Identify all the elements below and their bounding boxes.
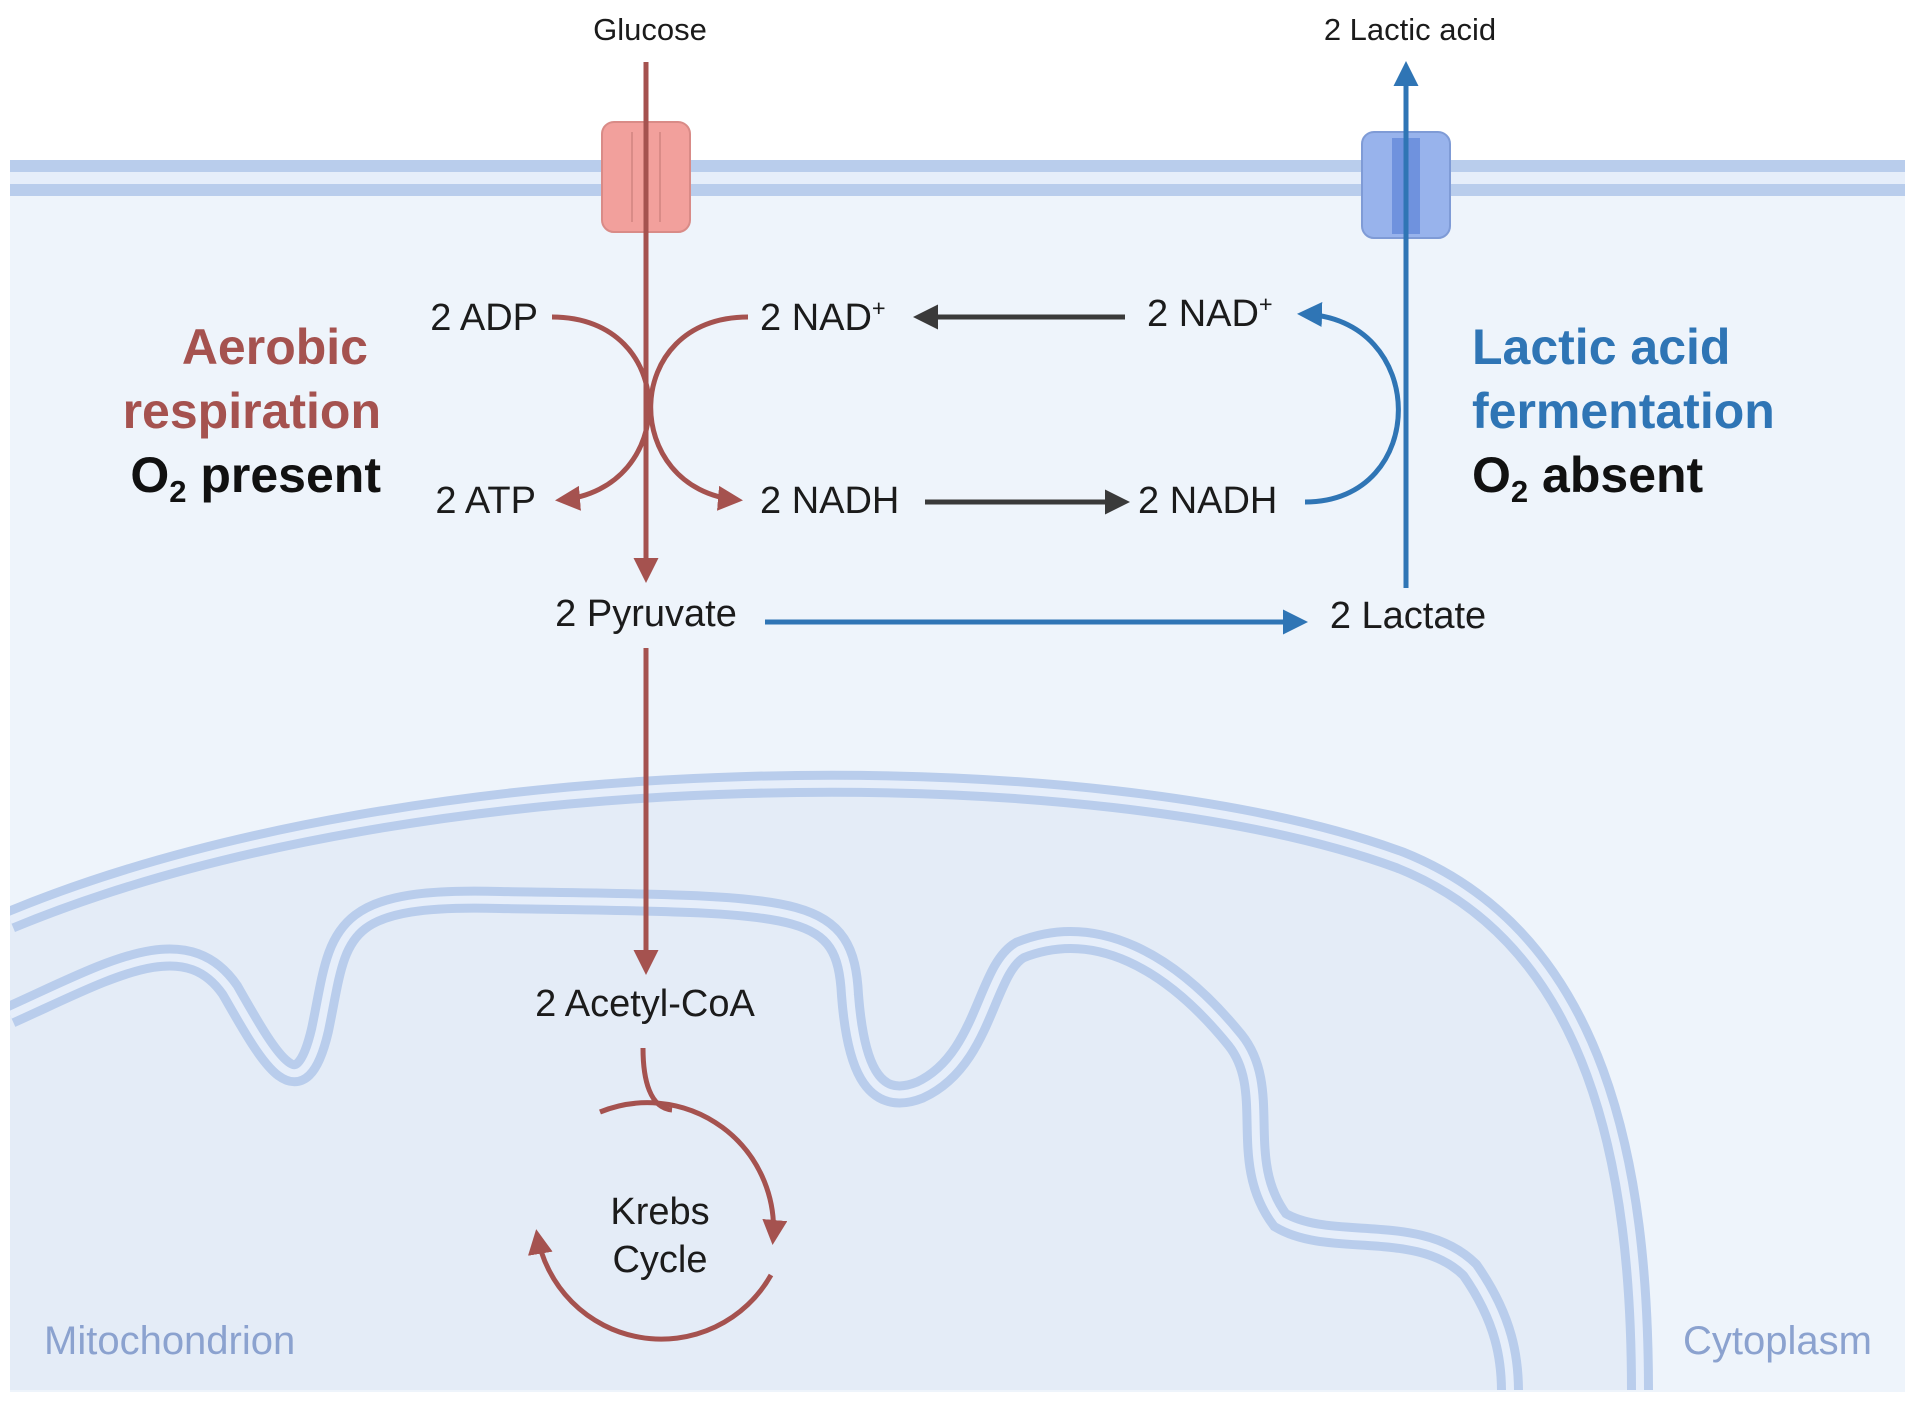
fermentation-title-line1: Lactic acid [1472,319,1730,375]
krebs-cycle-label-line2: Cycle [612,1239,707,1281]
nadh-to-nad-regeneration-arrow [1297,302,1401,505]
acetyl-coa-to-krebs-line [640,1047,673,1113]
fermentation-title-line2: fermentation [1472,383,1775,439]
mitochondrion [10,770,1653,1390]
nad-right-label: 2 NAD+ [1147,291,1273,335]
lactic-acid-label: 2 Lactic acid [1324,12,1496,47]
cell-membrane [10,160,1905,196]
aerobic-title-line1: Aerobic [182,319,368,375]
glucose-label: Glucose [593,12,707,47]
nadh-left-label: 2 NADH [760,480,899,522]
nadh-right-label: 2 NADH [1138,480,1277,522]
krebs-cycle-arrow-right [599,1100,788,1245]
pyruvate-label: 2 Pyruvate [555,593,737,635]
fermentation-condition: O2 absent [1472,447,1704,509]
aerobic-title-line2: respiration [123,383,381,439]
mitochondrion-label: Mitochondrion [44,1319,295,1363]
krebs-cycle-arrow-left [528,1229,774,1342]
atp-label: 2 ATP [435,480,536,522]
adp-label: 2 ADP [430,297,538,339]
lactate-label: 2 Lactate [1330,595,1486,637]
nad-to-nadh-arrow [648,314,749,511]
nad-left-label: 2 NAD+ [760,295,886,339]
acetyl-coa-label: 2 Acetyl-CoA [535,983,755,1025]
cytoplasm-label: Cytoplasm [1683,1319,1872,1363]
krebs-cycle-label-line1: Krebs [610,1191,709,1233]
aerobic-condition: O2 present [130,447,381,509]
